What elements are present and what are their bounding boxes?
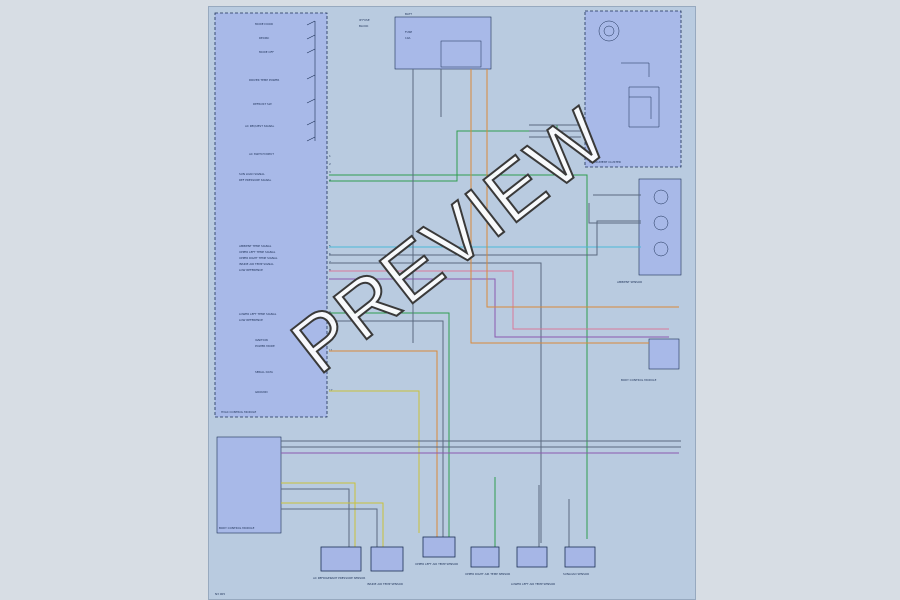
svg-text:10A: 10A [405,36,411,40]
ambient-sensor-3 [653,241,669,257]
svg-text:6: 6 [329,252,331,256]
sensor-1-box [320,546,362,572]
control-module-switches [306,20,316,142]
wires [281,69,681,547]
svg-text:AC REQUEST SIGNAL: AC REQUEST SIGNAL [245,124,275,128]
svg-text:IP FUSE: IP FUSE [359,18,370,22]
sensor-6-box [564,546,596,568]
svg-text:12: 12 [329,388,333,392]
svg-text:LOW REFERENCE: LOW REFERENCE [239,318,263,322]
sensor-4-box [470,546,500,568]
sensor-5-box [516,546,548,568]
svg-text:AMBIENT TEMP SIGNAL: AMBIENT TEMP SIGNAL [239,244,272,248]
svg-text:HVAC CONTROL MODULE: HVAC CONTROL MODULE [221,410,256,414]
sensor-row: AC REFRIGERANT PRESSURE SENSOR INSIDE AI… [313,536,596,586]
svg-text:SERIAL DATA: SERIAL DATA [255,370,273,374]
wiring-diagram: MODE DOOR RECIRC MODE OFF DRIVER TEMP PO… [214,10,682,596]
sensor-3-box [422,536,456,558]
svg-text:MODE DOOR: MODE DOOR [255,22,273,26]
svg-text:RECIRC: RECIRC [259,36,269,40]
sensor-5-label: LOWER LEFT AIR TEMP SENSOR [511,582,555,586]
cluster-gauge-inner [603,25,615,37]
svg-text:IGNITION: IGNITION [255,338,268,342]
svg-text:8: 8 [329,268,331,272]
footer-code: N3 005 [215,592,225,596]
svg-text:REF PRESSURE SIGNAL: REF PRESSURE SIGNAL [239,178,272,182]
sensor-2-label: INSIDE AIR TEMP SENSOR [367,582,403,586]
body-module-box [648,338,680,370]
sensor-6-label: SUNLOAD SENSOR [563,572,589,576]
svg-text:11: 11 [329,348,333,352]
svg-text:AC SWITCH INPUT: AC SWITCH INPUT [249,152,274,156]
svg-text:3: 3 [329,170,331,174]
ambient-sensor-label: AMBIENT SENSOR [617,280,642,284]
svg-text:UPPER RIGHT TEMP SIGNAL: UPPER RIGHT TEMP SIGNAL [239,256,278,260]
lower-module-box [216,436,282,534]
svg-text:SUN LOAD SIGNAL: SUN LOAD SIGNAL [239,172,265,176]
svg-text:UPPER LEFT TEMP SIGNAL: UPPER LEFT TEMP SIGNAL [239,250,276,254]
svg-text:9: 9 [329,310,331,314]
fuse-block-box [394,16,492,70]
cluster-trace [621,62,660,128]
svg-text:FUSE: FUSE [405,30,412,34]
svg-text:1: 1 [329,154,331,158]
svg-text:GROUND: GROUND [255,390,268,394]
lower-module-label: BODY CONTROL MODULE [219,526,255,530]
svg-text:4: 4 [329,178,331,182]
svg-text:10: 10 [329,318,333,322]
ambient-sensor-1 [653,189,669,205]
fuse-block-labels: IP FUSE BLOCK BATT FUSE 10A [359,12,412,40]
svg-text:MODE OFF: MODE OFF [259,50,274,54]
cluster-gauge [598,20,620,42]
svg-text:5: 5 [329,244,331,248]
sensor-4-label: UPPER RIGHT AIR TEMP SENSOR [465,572,510,576]
svg-text:DRIVER TEMP POWER: DRIVER TEMP POWER [249,78,279,82]
svg-text:BLOCK: BLOCK [359,24,369,28]
svg-text:DEFROST SW: DEFROST SW [253,102,272,106]
sensor-1-label: AC REFRIGERANT PRESSURE SENSOR [313,576,365,580]
control-module-pin-labels: MODE DOOR RECIRC MODE OFF DRIVER TEMP PO… [221,22,279,414]
control-module-box [214,12,328,418]
sensor-2-box [370,546,404,572]
svg-text:7: 7 [329,260,331,264]
svg-text:INSIDE AIR TEMP SIGNAL: INSIDE AIR TEMP SIGNAL [239,262,274,266]
fuse-block-inner [440,40,482,68]
svg-text:BATT: BATT [405,12,412,16]
instrument-cluster-label: INSTRUMENT CLUSTER [589,160,621,164]
svg-text:LOWER LEFT TEMP SIGNAL: LOWER LEFT TEMP SIGNAL [239,312,277,316]
svg-text:2: 2 [329,162,331,166]
ambient-sensor-stack [638,178,682,276]
body-module-label: BODY CONTROL MODULE [621,378,657,382]
svg-text:POWER MODE: POWER MODE [255,344,275,348]
sensor-3-label: UPPER LEFT AIR TEMP SENSOR [415,562,458,566]
svg-text:LOW REFERENCE: LOW REFERENCE [239,268,263,272]
ambient-sensor-2 [653,215,669,231]
schematic-page: MODE DOOR RECIRC MODE OFF DRIVER TEMP PO… [208,6,696,600]
